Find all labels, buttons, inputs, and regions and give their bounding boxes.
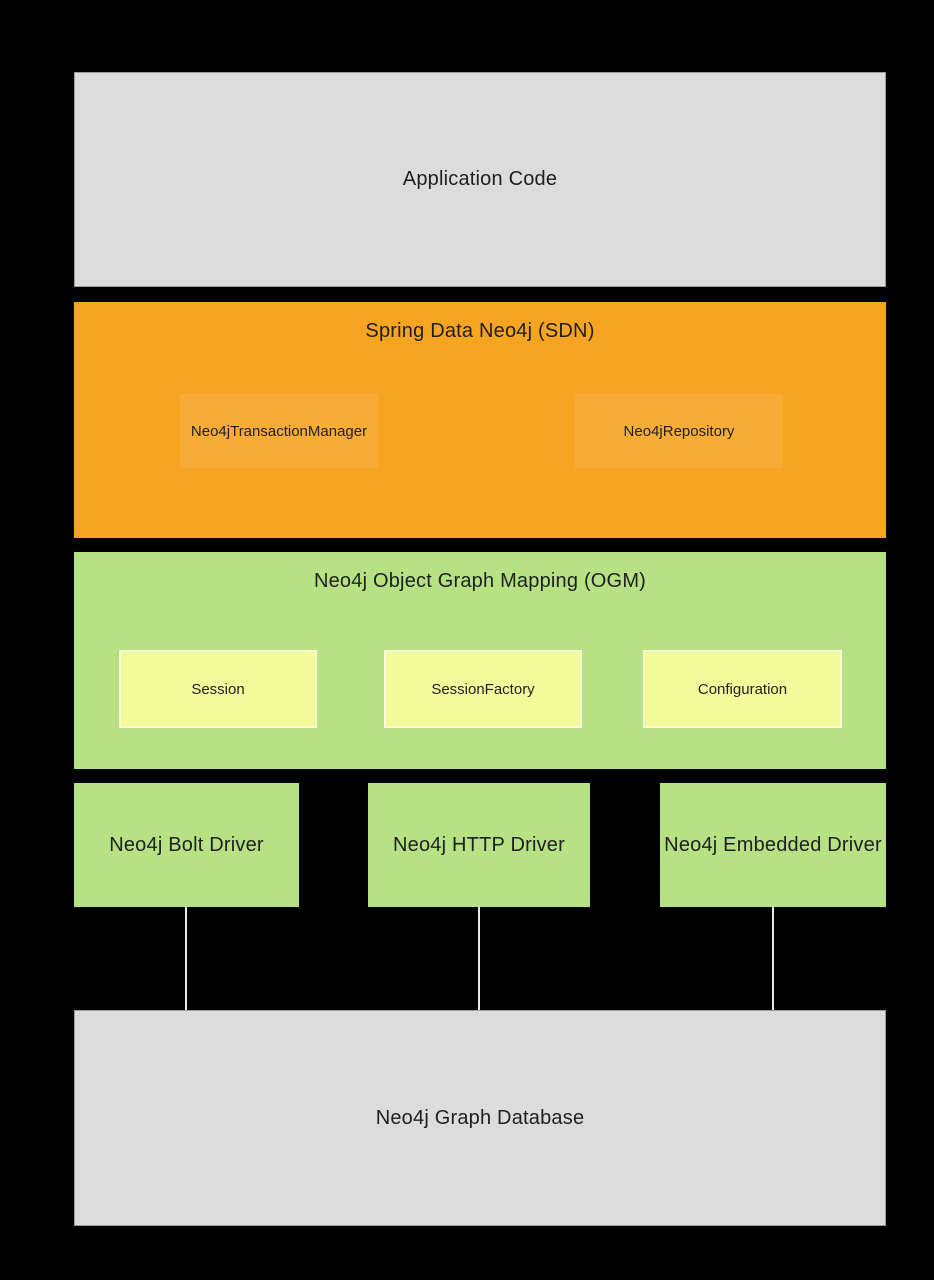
configuration-label: Configuration xyxy=(697,680,788,698)
session-factory-label: SessionFactory xyxy=(431,680,535,698)
application-code-label: Application Code xyxy=(402,168,558,190)
ogm-layer-title: Neo4j Object Graph Mapping (OGM) xyxy=(313,570,647,592)
component-configuration: Configuration xyxy=(643,650,842,728)
session-label: Session xyxy=(191,680,245,698)
driver-neo4j-bolt: Neo4j Bolt Driver xyxy=(74,783,299,907)
connector-line-bolt xyxy=(185,907,187,1010)
layer-spring-data-neo4j: Spring Data Neo4j (SDN) Neo4jTransaction… xyxy=(74,302,886,538)
embedded-driver-label: Neo4j Embedded Driver xyxy=(664,833,882,856)
layer-neo4j-ogm: Neo4j Object Graph Mapping (OGM) Session… xyxy=(74,552,886,769)
graph-database-label: Neo4j Graph Database xyxy=(375,1106,585,1129)
driver-neo4j-embedded: Neo4j Embedded Driver xyxy=(660,783,886,907)
layer-application-code: Application Code xyxy=(74,72,886,287)
neo4j-transaction-manager-label: Neo4jTransactionManager xyxy=(190,422,368,440)
component-session-factory: SessionFactory xyxy=(384,650,582,728)
sdn-layer-title: Spring Data Neo4j (SDN) xyxy=(365,320,595,342)
component-neo4j-transaction-manager: Neo4jTransactionManager xyxy=(180,394,378,468)
driver-neo4j-http: Neo4j HTTP Driver xyxy=(368,783,590,907)
layer-neo4j-graph-database: Neo4j Graph Database xyxy=(74,1010,886,1226)
neo4j-repository-label: Neo4jRepository xyxy=(623,422,735,440)
bolt-driver-label: Neo4j Bolt Driver xyxy=(109,833,264,856)
connector-line-http xyxy=(478,907,480,1010)
component-session: Session xyxy=(119,650,317,728)
component-neo4j-repository: Neo4jRepository xyxy=(575,394,783,468)
connector-line-embedded xyxy=(772,907,774,1010)
http-driver-label: Neo4j HTTP Driver xyxy=(393,833,565,856)
